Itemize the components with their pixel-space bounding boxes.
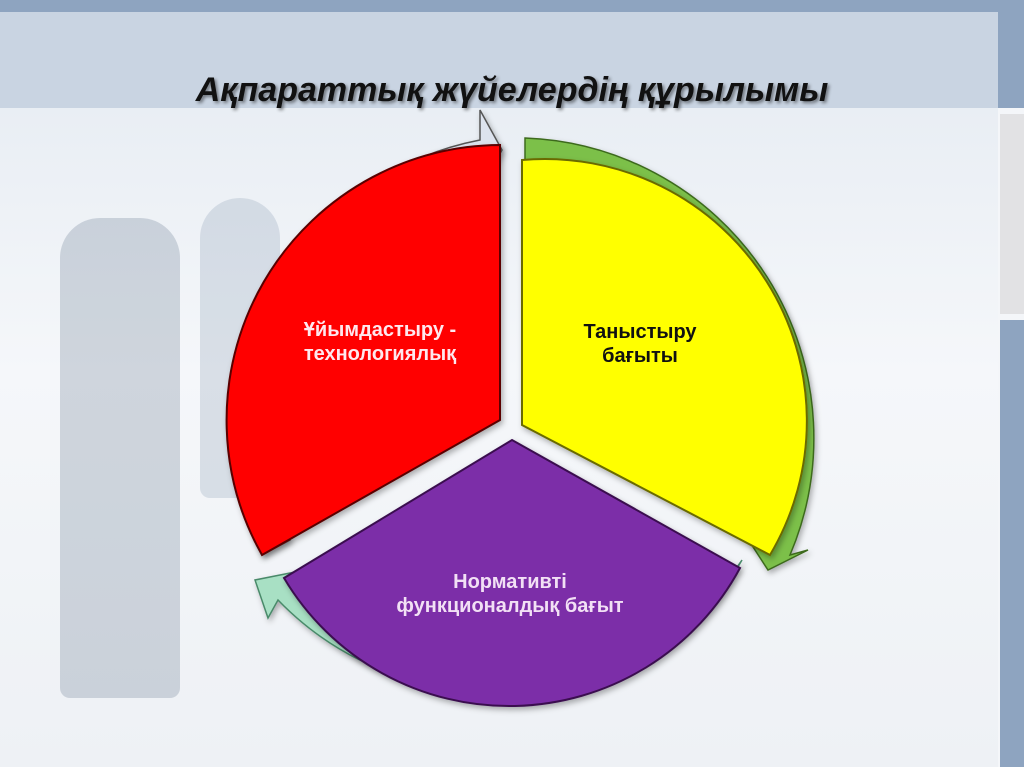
background-person-1: [60, 218, 180, 698]
segment-introductory: [521, 158, 808, 557]
top-accent-bar: [0, 0, 1024, 12]
right-accent-strip-bottom: [1000, 320, 1024, 767]
right-accent-strip-top: [998, 12, 1024, 108]
slide-title: Ақпараттық жүйелердің құрылымы: [195, 70, 829, 109]
label-introductory: Таныстыру бағыты: [583, 321, 697, 367]
segment-organizational: [225, 143, 501, 557]
title-bar: [0, 12, 998, 108]
right-accent-strip-middle: [1000, 114, 1024, 314]
label-organizational: Ұйымдастыру - технологиялық: [303, 319, 457, 365]
segment-normative: [282, 438, 742, 707]
label-normative: Нормативті функционалдық бағыт: [396, 571, 624, 617]
